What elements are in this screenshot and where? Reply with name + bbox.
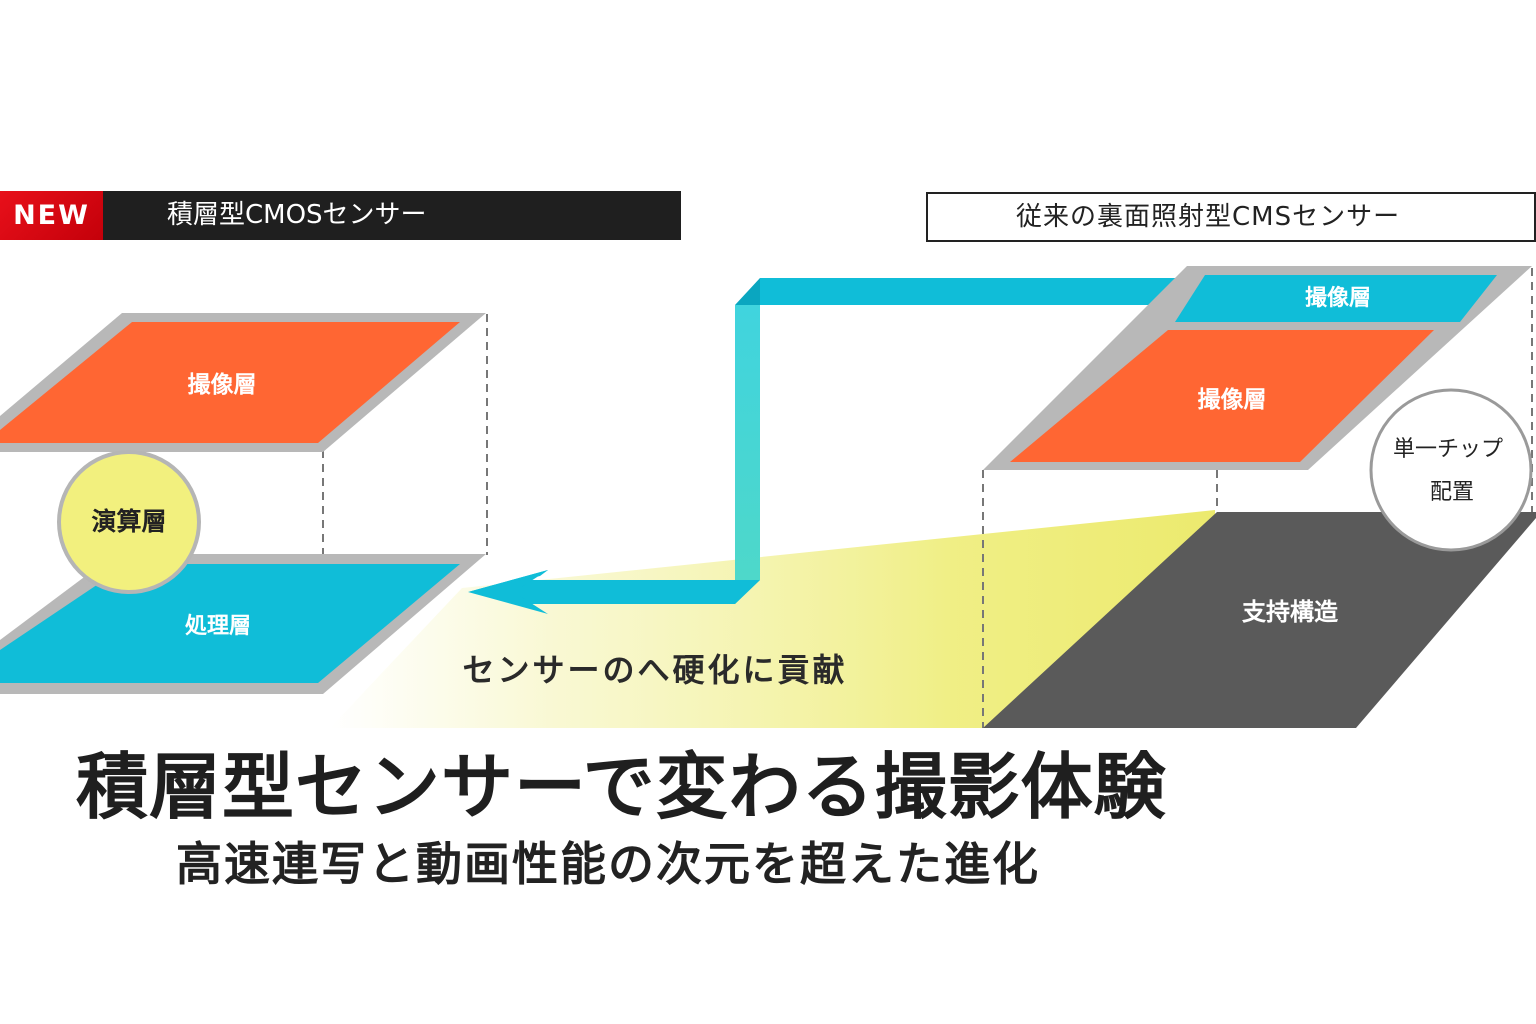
support-layer-label: 支持構造: [1242, 598, 1338, 626]
imaging-layer-top-right-label: 撮像層: [1305, 285, 1371, 311]
new-badge: NEW: [0, 191, 103, 240]
imaging-layer-right: [1010, 330, 1434, 462]
conventional-sensor-banner: 従来の裏面照射型CMSセンサー: [926, 192, 1536, 242]
sub-headline: 高速連写と動画性能の次元を超えた進化: [176, 837, 1040, 891]
processing-layer-label: 処理層: [185, 613, 251, 639]
stacked-sensor-diagram: 撮像層 演算層 処理層: [0, 313, 488, 694]
processing-layer: [0, 564, 460, 683]
new-sensor-banner: NEW 積層型CMOSセンサー: [0, 191, 681, 240]
imaging-layer-top-right: [1175, 275, 1497, 322]
single-chip-circle: [1369, 388, 1533, 552]
new-sensor-title: 積層型CMOSセンサー: [167, 200, 427, 230]
imaging-layer-right-label: 撮像層: [1198, 386, 1267, 413]
single-chip-label-line1: 単一チップ: [1393, 437, 1503, 462]
conventional-sensor-diagram: 撮像層 撮像層 支持構造 単一チップ 配置: [982, 266, 1536, 728]
yellow-glow-beam: [330, 510, 1215, 728]
flow-arrow: [468, 278, 1188, 614]
compute-layer-circle: [57, 450, 201, 594]
support-layer: [983, 512, 1536, 728]
compute-layer-label: 演算層: [91, 507, 166, 536]
single-chip-label-line2: 配置: [1430, 480, 1474, 505]
imaging-layer-left-label: 撮像層: [188, 371, 257, 398]
main-headline: 積層型センサーで変わる撮影体験: [76, 745, 1167, 829]
arrow-caption: センサーのへ硬化に貢献: [462, 651, 847, 689]
imaging-layer-left: [0, 322, 460, 443]
conventional-sensor-title: 従来の裏面照射型CMSセンサー: [1016, 202, 1401, 232]
